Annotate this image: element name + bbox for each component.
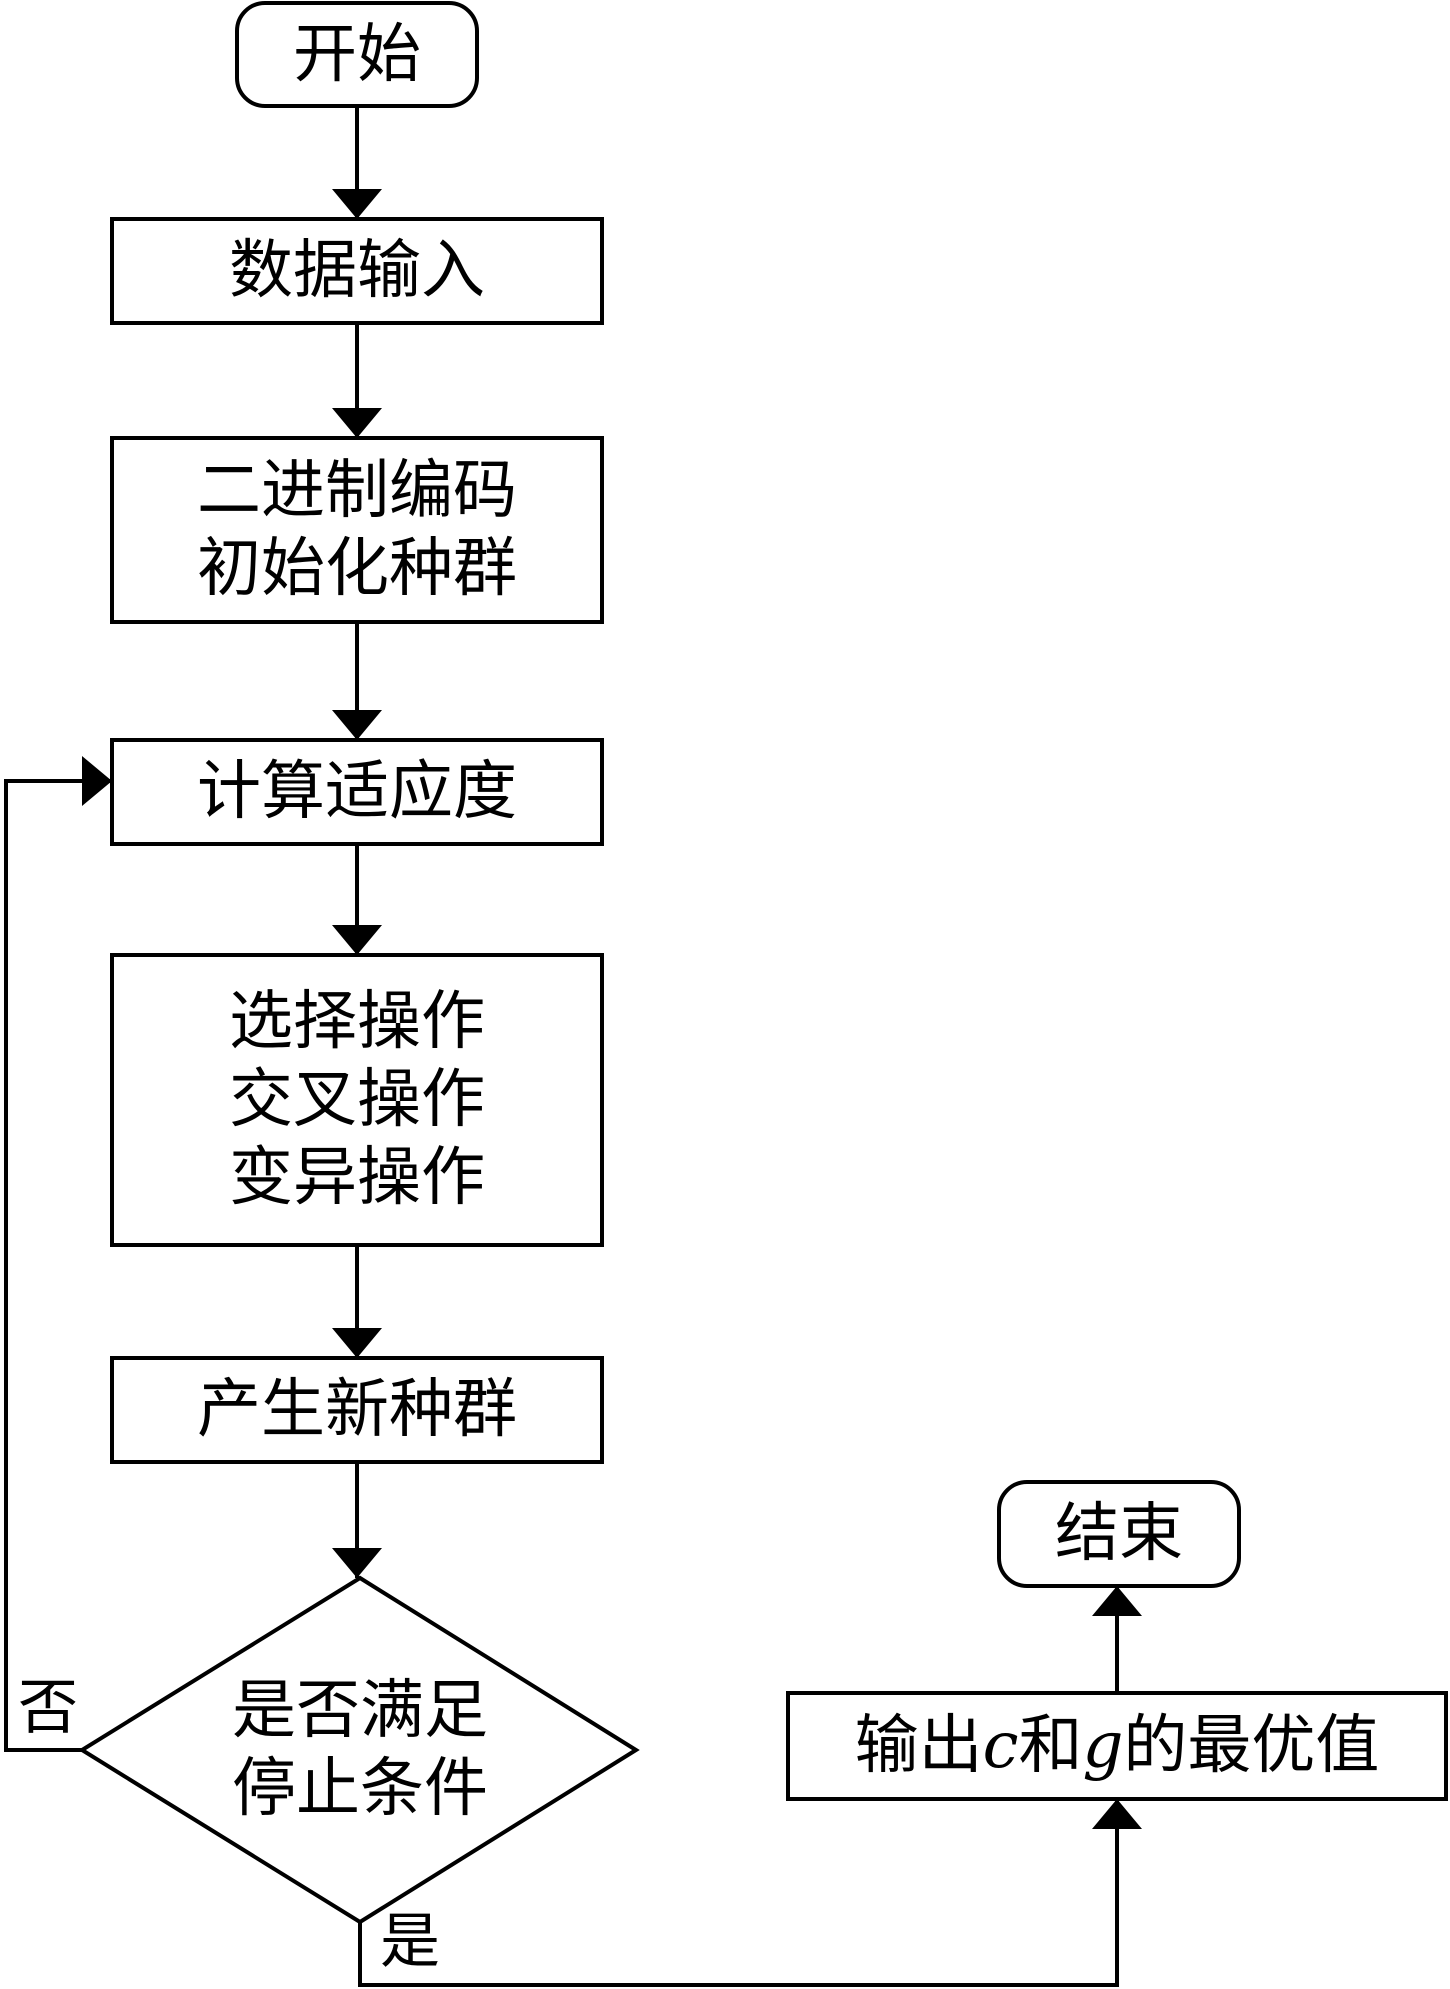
output-label: 输出c和g的最优值 (788, 1693, 1446, 1799)
decision-line2: 停止条件 (232, 1752, 488, 1826)
init-population-text: 初始化种群 (197, 532, 517, 606)
arrow-yes-to-output (358, 1799, 1142, 1987)
output-prefix: 输出 (854, 1709, 983, 1783)
fitness-text: 计算适应度 (197, 755, 517, 829)
var-g: g (1082, 1709, 1124, 1783)
genetic-operators-box (110, 953, 604, 1247)
crossover-text: 交叉操作 (229, 1063, 485, 1137)
end-label: 结束 (999, 1482, 1239, 1586)
arrow-no-loop-to-fitness (4, 756, 112, 1752)
new-population-label: 产生新种群 (112, 1358, 602, 1462)
decision-line1: 是否满足 (232, 1674, 488, 1748)
fitness-label: 计算适应度 (112, 740, 602, 844)
encode-init-label: 二进制编码 初始化种群 (112, 438, 602, 622)
decision-label: 是否满足 停止条件 (180, 1670, 540, 1830)
fitness-box (110, 738, 604, 846)
no-branch-label: 否 (18, 1678, 78, 1738)
data-input-label: 数据输入 (112, 219, 602, 323)
data-input-text: 数据输入 (229, 234, 485, 308)
yes-branch-label: 是 (380, 1912, 440, 1972)
data-input-box (110, 217, 604, 325)
end-text: 结束 (1055, 1497, 1183, 1571)
encode-text: 二进制编码 (197, 454, 517, 528)
genetic-operators-label: 选择操作 交叉操作 变异操作 (112, 955, 602, 1245)
mutation-text: 变异操作 (229, 1141, 485, 1215)
start-text: 开始 (293, 17, 421, 92)
new-population-text: 产生新种群 (197, 1373, 517, 1447)
yes-text: 是 (380, 1907, 440, 1977)
output-text: 输出c和g的最优值 (855, 1714, 1380, 1778)
var-c: c (982, 1709, 1019, 1783)
no-text: 否 (18, 1673, 78, 1743)
output-suffix: 的最优值 (1123, 1709, 1380, 1783)
start-label: 开始 (237, 3, 477, 106)
selection-text: 选择操作 (229, 985, 485, 1059)
output-mid: 和 (1018, 1709, 1083, 1783)
